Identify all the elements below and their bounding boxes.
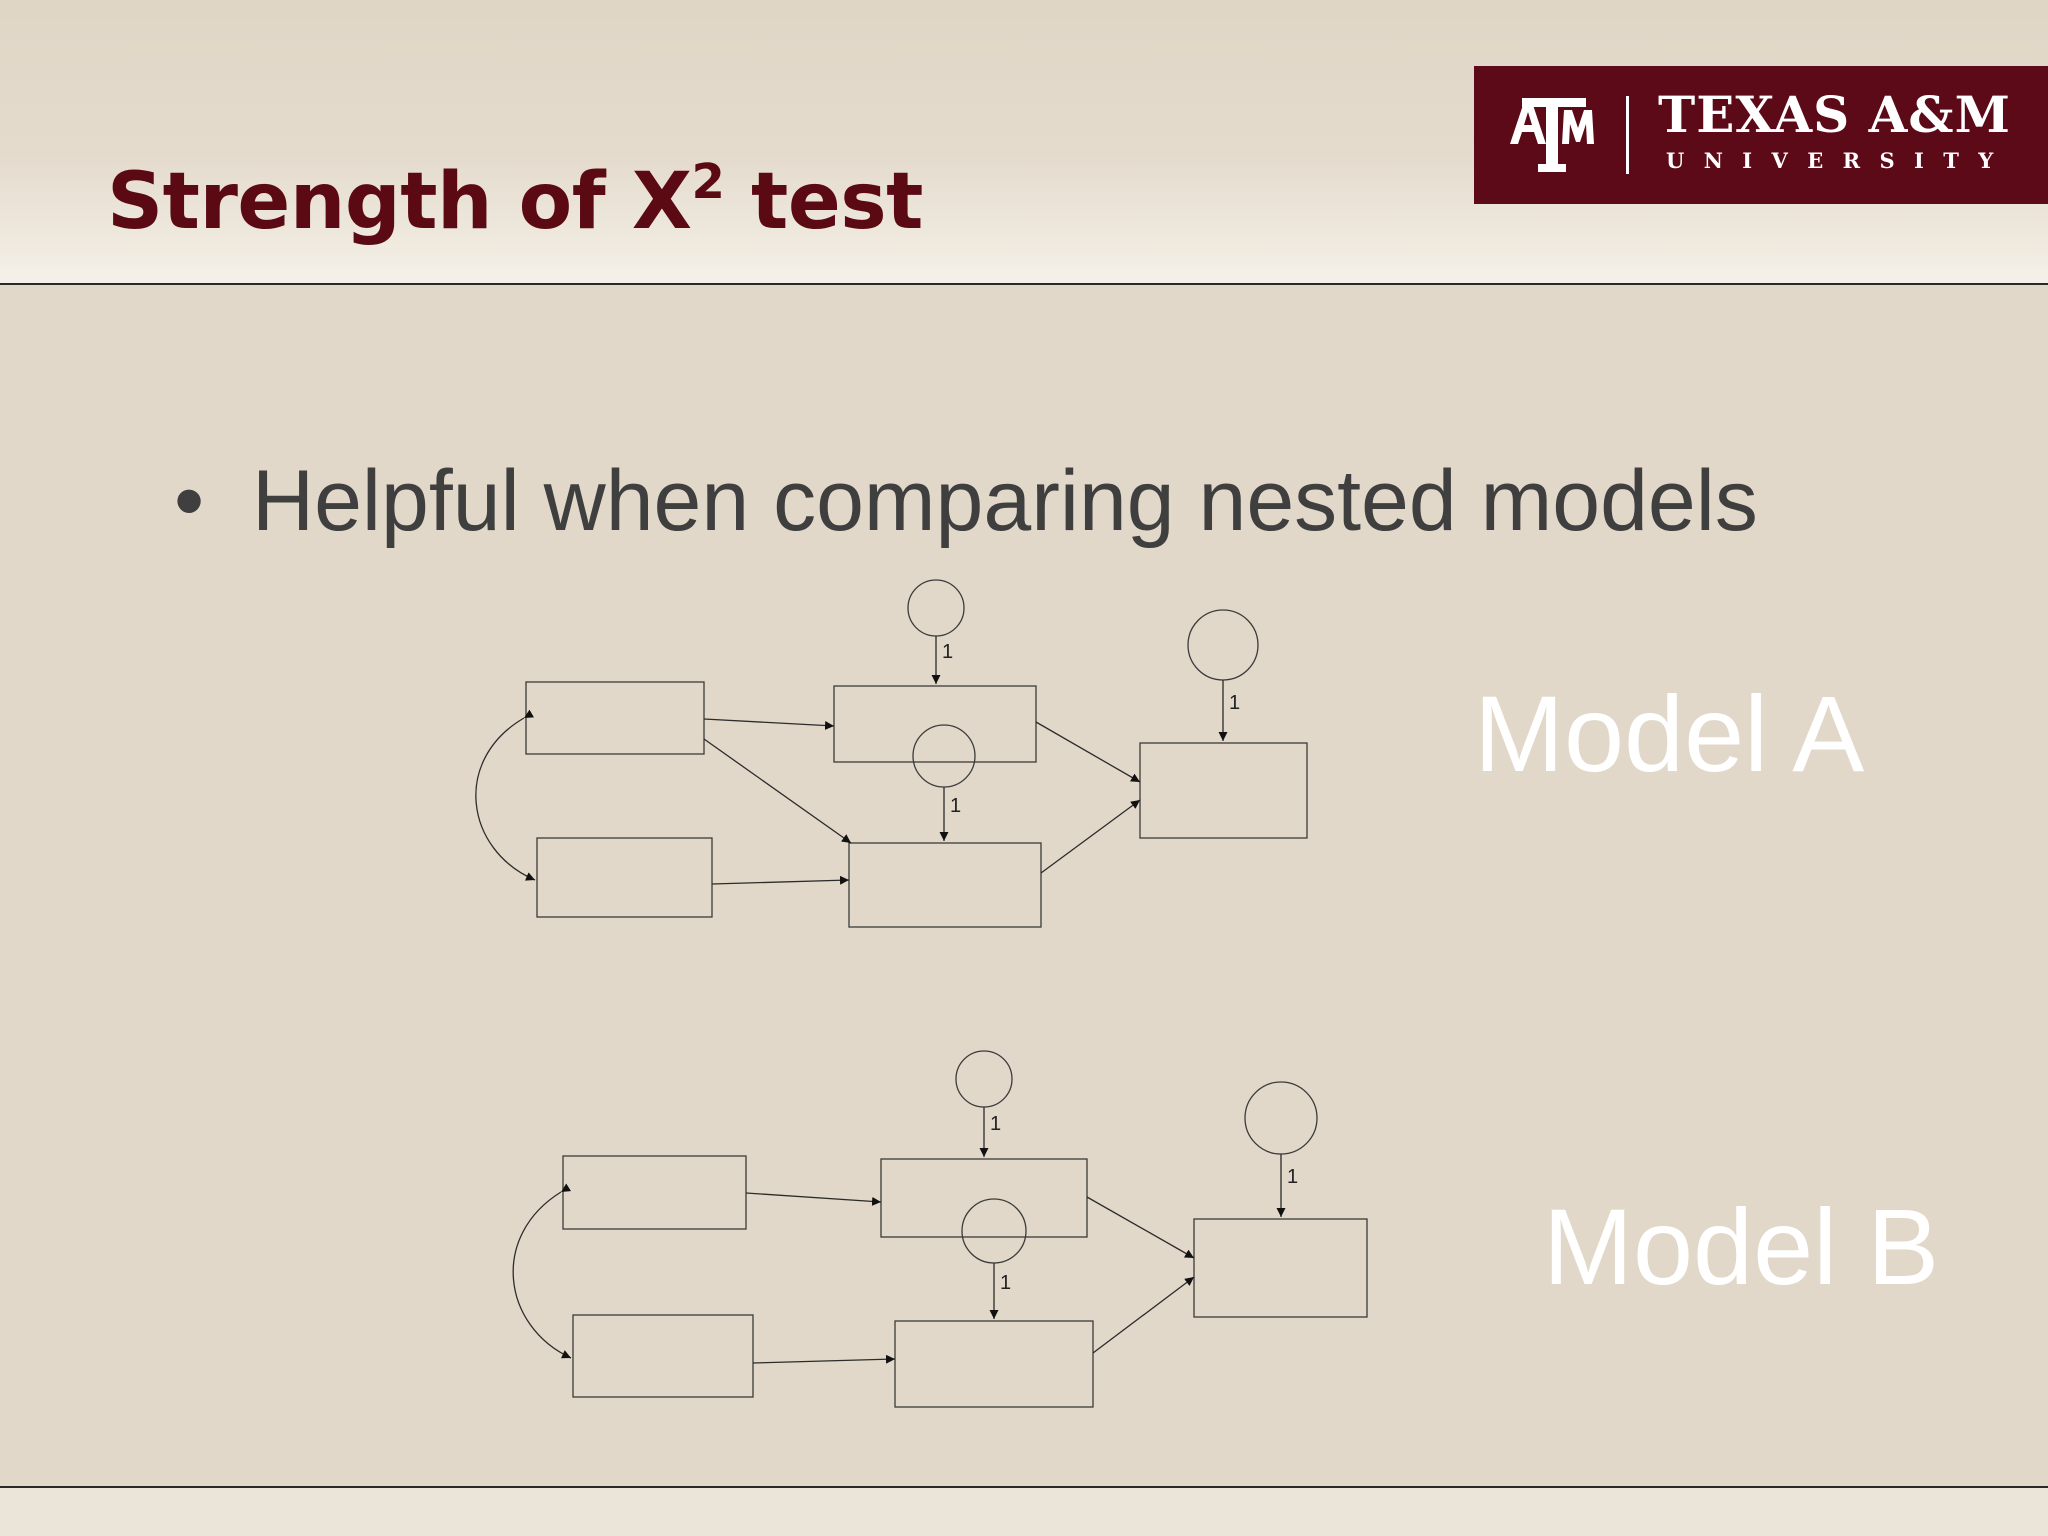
aggie-atm-logo-icon bbox=[1510, 98, 1594, 172]
model-a-error-circle-right bbox=[1187, 609, 1259, 681]
model-b-error-circle-middle bbox=[961, 1198, 1027, 1264]
logo-subtitle: UNIVERSITY bbox=[1666, 148, 2013, 173]
model-a-path-label-right: 1 bbox=[1229, 692, 1240, 714]
model-b-label: Model B bbox=[1543, 1186, 1940, 1307]
model-a-path-mt-r bbox=[1035, 721, 1141, 783]
model-b-diagram bbox=[512, 1050, 1368, 1408]
model-b-box-right bbox=[1193, 1218, 1368, 1318]
model-b-path-label-top: 1 bbox=[990, 1113, 1001, 1135]
bullet-text: Helpful when comparing nested models bbox=[252, 453, 1758, 549]
model-a-box-right bbox=[1139, 742, 1308, 839]
model-a-box-left-top bbox=[525, 681, 705, 755]
model-a-error-circle-top bbox=[907, 579, 965, 637]
model-b-error-circle-top bbox=[955, 1050, 1013, 1108]
model-b-box-middle-bottom bbox=[894, 1320, 1094, 1408]
model-a-path-mb-r bbox=[1040, 799, 1141, 874]
title-main: Strength of X bbox=[107, 157, 692, 247]
model-b-path-lt-mt bbox=[745, 1192, 882, 1206]
footer-band bbox=[0, 1488, 2048, 1536]
model-a-path-label-middle: 1 bbox=[950, 795, 961, 817]
model-b-path-mb-r bbox=[1092, 1276, 1195, 1354]
model-b-box-left-bottom bbox=[572, 1314, 754, 1398]
model-a-label: Model A bbox=[1474, 673, 1865, 794]
model-b-covariance-arc bbox=[512, 1183, 572, 1359]
title-superscript: 2 bbox=[691, 154, 725, 210]
logo-name: TEXAS A&M bbox=[1658, 85, 2011, 144]
logo-divider bbox=[1626, 96, 1629, 174]
model-a-path-lt-mb bbox=[703, 738, 852, 844]
model-b-error-circle-right bbox=[1244, 1081, 1318, 1155]
header-divider bbox=[0, 283, 2048, 285]
model-b-path-label-right: 1 bbox=[1287, 1166, 1298, 1188]
model-b-path-label-middle: 1 bbox=[1000, 1272, 1011, 1294]
bullet-point: •Helpful when comparing nested models bbox=[174, 458, 1758, 544]
texas-am-logo: TEXAS A&M UNIVERSITY bbox=[1474, 66, 2048, 204]
footer-divider bbox=[0, 1486, 2048, 1488]
slide-title: Strength of X2 test bbox=[107, 158, 923, 241]
model-a-error-circle-middle bbox=[912, 724, 976, 788]
model-b-box-middle-top bbox=[880, 1158, 1088, 1238]
model-a-covariance-arc bbox=[475, 709, 536, 881]
title-suffix: test bbox=[724, 157, 923, 247]
model-b-box-left-top bbox=[562, 1155, 747, 1230]
model-a-diagram bbox=[475, 579, 1308, 928]
model-a-path-label-top: 1 bbox=[942, 641, 953, 663]
model-b-path-lb-mb bbox=[752, 1354, 896, 1364]
model-a-box-middle-top bbox=[833, 685, 1037, 763]
model-b-path-mt-r bbox=[1086, 1196, 1195, 1259]
model-a-path-lt-mt bbox=[703, 718, 835, 731]
model-a-box-left-bottom bbox=[536, 837, 713, 918]
model-a-box-middle-bottom bbox=[848, 842, 1042, 928]
bullet-symbol: • bbox=[174, 453, 205, 549]
model-a-path-lb-mb bbox=[711, 875, 850, 885]
